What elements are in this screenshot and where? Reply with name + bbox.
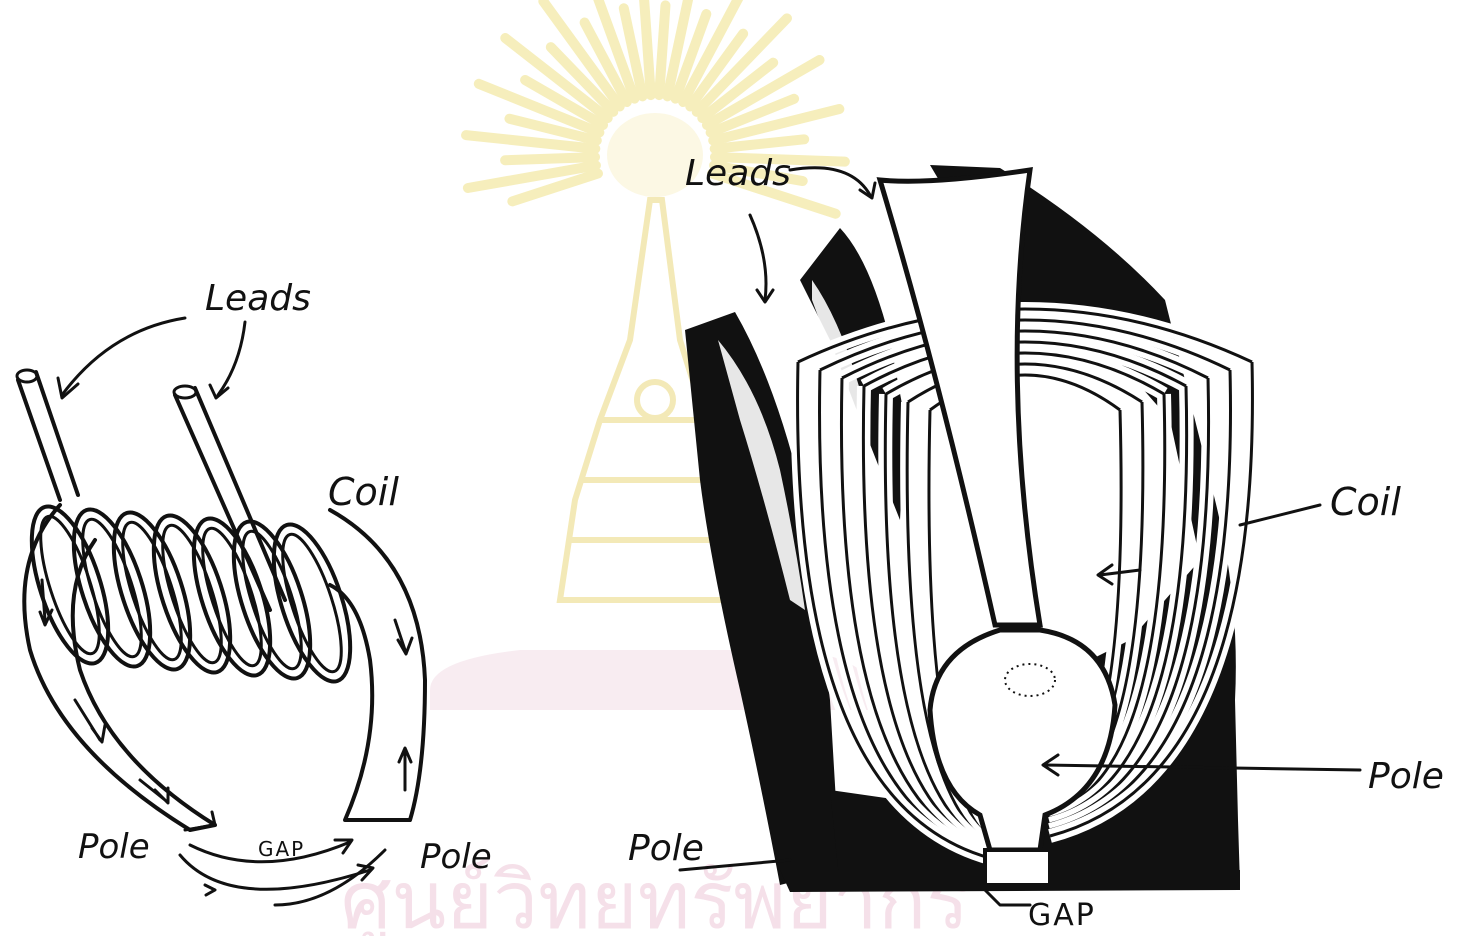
right-figure: Leads Coil Pole Pole GAP (628, 153, 1444, 933)
coil-turn-inner (271, 528, 354, 677)
label-pole-left-b: Pole (420, 837, 492, 877)
label-leads-right: Leads (685, 153, 791, 194)
label-leads-left: Leads (205, 278, 311, 319)
left-figure: Leads Coil Pole Pole GAP (16, 278, 492, 905)
watermark: ศูนย์วิทยทรัพยากร (341, 0, 970, 936)
label-pole-left-a: Pole (78, 827, 150, 867)
coil-turns (16, 498, 366, 691)
left-leads-arrows (58, 318, 245, 398)
watermark-ray (505, 157, 595, 160)
coil-turn (138, 507, 246, 682)
label-gap-right: GAP (1028, 898, 1096, 933)
watermark-ray (659, 5, 665, 95)
core-right-arm (330, 510, 425, 820)
label-pole-right-a: Pole (1368, 756, 1444, 797)
label-pole-right-b: Pole (628, 828, 704, 869)
coil-turn (218, 513, 326, 688)
label-coil-right: Coil (1330, 480, 1401, 524)
label-gap-left: GAP (258, 837, 305, 861)
coil-turn (178, 510, 286, 685)
coil-turn (98, 504, 206, 679)
label-coil-left: Coil (328, 470, 399, 514)
